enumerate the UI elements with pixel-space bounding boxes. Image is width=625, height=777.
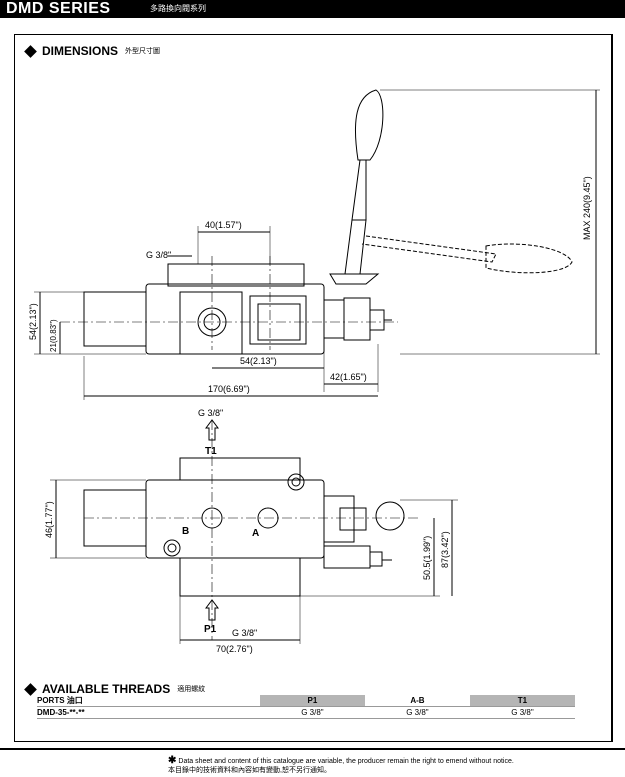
diamond-bullet-icon: [24, 682, 37, 696]
port-bottom-label: G 3/8": [232, 628, 257, 638]
header-p1: P1: [259, 695, 365, 707]
dimensions-title-cn: 外型尺寸圖: [125, 48, 161, 55]
t1-cell: G 3/8": [469, 706, 575, 719]
p1-label: P1: [204, 624, 217, 635]
header-t1: T1: [469, 695, 575, 707]
threads-title-cn: 適用螺紋: [177, 686, 206, 693]
asterisk-icon: ✱: [168, 755, 177, 766]
footer-divider: [0, 748, 625, 750]
width-left-label: 46(1.77"): [44, 501, 54, 538]
threads-title: AVAILABLE THREADS: [42, 682, 171, 696]
dim-bottom-label: 170(6.69"): [208, 384, 250, 394]
height-total-label: 54(2.13"): [28, 303, 38, 340]
dim-right-label: 42(1.65"): [330, 372, 367, 382]
header-ab: A-B: [364, 695, 470, 707]
p1-cell: G 3/8": [259, 706, 365, 719]
footer-note: ✱Data sheet and content of this catalogu…: [168, 756, 514, 775]
dimensions-heading: DIMENSIONS 外型尺寸圖: [24, 44, 161, 58]
model-cell: DMD-35-**-**: [37, 706, 260, 719]
footer-line1: Data sheet and content of this catalogue…: [178, 758, 514, 765]
height-center-label: 21(0.83"): [49, 319, 58, 352]
threads-heading: AVAILABLE THREADS 適用螺紋: [24, 682, 206, 696]
dim-bottom2-label: 70(2.76"): [216, 644, 253, 654]
dim-right2-label: 87(3.42"): [440, 531, 450, 568]
footer-line2: 本目錄中的技術資料和內容如有變動,恕不另行通知。: [168, 767, 331, 774]
table-row: DMD-35-**-** G 3/8" G 3/8" G 3/8": [37, 706, 575, 719]
header-ports: PORTS 油口: [37, 695, 260, 707]
port-a-label: A: [252, 528, 259, 539]
table-header-row: PORTS 油口 P1 A-B T1: [37, 695, 575, 707]
series-subtitle: 多路換向閥系列: [150, 4, 206, 13]
max-height-label: MAX 240(9.45"): [582, 176, 592, 240]
dimensions-title: DIMENSIONS: [42, 44, 119, 58]
t1-label: T1: [205, 446, 217, 457]
dimensions-frame: [14, 34, 613, 742]
dim-mid-label: 54(2.13"): [240, 356, 277, 366]
dim-top-label: 40(1.57"): [205, 220, 242, 230]
series-title: DMD SERIES: [6, 0, 111, 17]
series-header: DMD SERIES 多路換向閥系列: [0, 0, 625, 18]
port-b-label: B: [182, 526, 189, 537]
port-label-side: G 3/8": [146, 250, 171, 260]
dim-right1-label: 50.5(1.99"): [422, 536, 432, 580]
port-top-label: G 3/8": [198, 408, 223, 418]
ab-cell: G 3/8": [364, 706, 470, 719]
threads-table: PORTS 油口 P1 A-B T1 DMD-35-**-** G 3/8" G…: [37, 695, 575, 719]
